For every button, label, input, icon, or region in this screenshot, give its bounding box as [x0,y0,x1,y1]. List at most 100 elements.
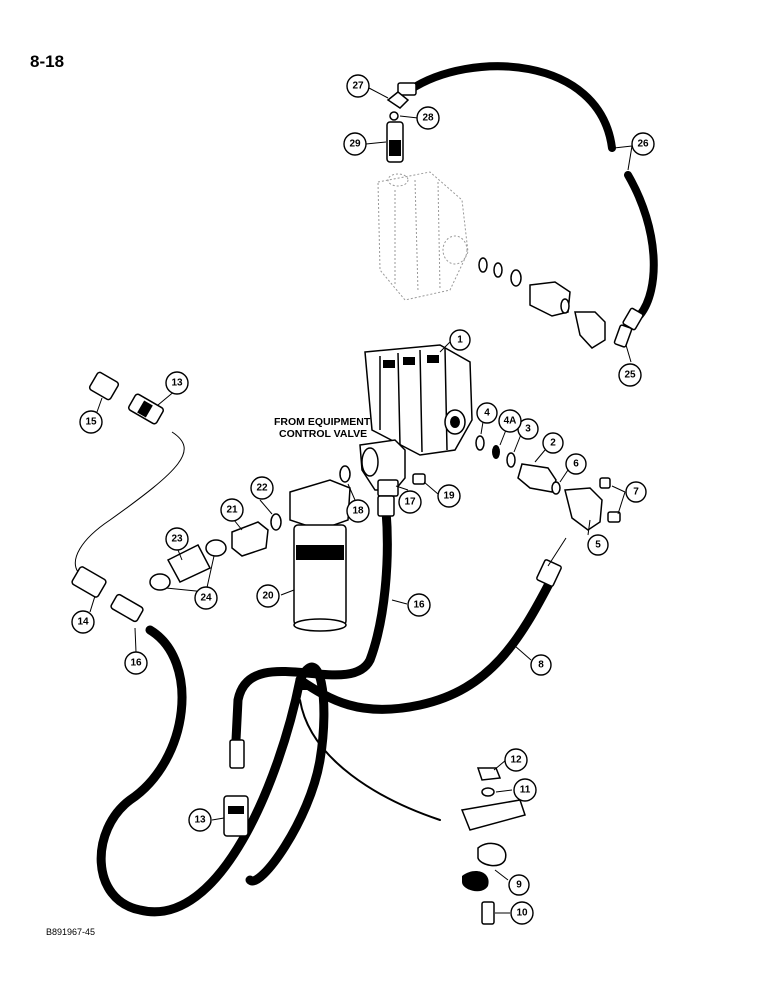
leader-4 [480,421,484,435]
hose-26 [406,62,658,319]
nut-12 [476,767,502,781]
callout-9: 9 [508,874,530,896]
bolt-10 [481,901,495,925]
callout-20-text: 20 [262,591,274,602]
callout-6-text: 6 [573,459,579,470]
callout-19: 19 [437,484,461,508]
callout-24: 24 [194,586,218,610]
fitting-stack-upper [478,257,606,349]
callout-16-left-text: 16 [130,658,142,669]
coupler-15 [88,371,120,401]
leader-13-bottom [211,817,225,821]
hose-16-left [96,625,329,917]
callout-13-bottom-text: 13 [194,815,206,826]
callout-26: 26 [631,132,655,156]
hose-8 [295,537,567,714]
o-ring-22 [270,513,282,531]
leader-9 [494,869,509,881]
callout-20: 20 [256,584,280,608]
callout-28: 28 [416,106,440,130]
callout-18: 18 [346,499,370,523]
callout-26-text: 26 [637,139,649,150]
callout-29-text: 29 [349,139,361,150]
callout-4a-text: 4A [504,416,517,427]
o-ring-28 [389,111,399,121]
callout-24-text: 24 [200,593,212,604]
tether-line [74,431,185,573]
leader-11 [495,789,513,793]
o-ring-18 [339,465,351,483]
leader-20 [280,589,295,596]
leader-15 [96,397,103,413]
leader-28 [399,115,419,119]
callout-23: 23 [165,527,189,551]
filter-head-and-element-20 [289,479,351,632]
callout-23-text: 23 [171,534,183,545]
callout-16-center-text: 16 [413,600,425,611]
callout-8: 8 [530,654,552,676]
callout-22: 22 [250,476,274,500]
leader-14 [89,595,96,613]
clamps-9 [462,842,507,892]
callout-15: 15 [79,410,103,434]
clamps-24 [149,539,227,591]
callout-27: 27 [346,74,370,98]
hose-26-end-fitting [397,82,644,348]
clamp-plate [460,799,526,831]
plugs-7 [599,477,621,523]
callout-6: 6 [565,453,587,475]
callout-21-text: 21 [226,505,238,516]
callout-19-text: 19 [443,491,455,502]
washer-11 [481,787,495,797]
coupler-13-top [127,393,165,425]
leader-19 [423,481,439,495]
callout-14: 14 [71,610,95,634]
leader-1 [439,341,451,353]
leader-8 [514,645,532,661]
fitting-stack-side [475,435,561,495]
leader-16-left [134,627,137,653]
control-valve-1 [364,344,473,456]
callout-13-top: 13 [165,371,189,395]
callout-1-text: 1 [457,335,463,346]
leader-5 [587,519,591,536]
callout-29: 29 [343,132,367,156]
guide-arrow [295,678,441,821]
callout-4a: 4A [498,409,522,433]
callout-25-text: 25 [624,370,636,381]
callout-18-text: 18 [352,506,364,517]
figure-code: B891967-45 [46,927,96,937]
callout-10: 10 [510,901,534,925]
annotation-line-2: CONTROL VALVE [279,428,367,440]
callout-11: 11 [513,778,537,802]
leader-29 [365,141,387,145]
leader-27 [368,87,389,99]
callout-13-bottom: 13 [188,808,212,832]
callout-25: 25 [618,363,642,387]
leader-6 [559,469,569,483]
hose-16-center [229,495,395,769]
callout-7-text: 7 [633,487,639,498]
callout-3-text: 3 [525,424,531,435]
callout-4-text: 4 [484,408,490,419]
leader-16-center [391,599,408,605]
check-valve-29 [386,121,404,163]
callout-12: 12 [504,748,528,772]
callout-7: 7 [625,481,647,503]
callout-13-top-text: 13 [171,378,183,389]
callout-4: 4 [476,402,498,424]
callout-21: 21 [220,498,244,522]
leader-25 [625,344,632,363]
callout-11-text: 11 [520,785,531,796]
callout-12-text: 12 [510,755,522,766]
elbow-5 [564,487,603,531]
elbow-27 [386,91,410,109]
callout-28-text: 28 [422,113,434,124]
callout-17: 17 [398,490,422,514]
callout-8-text: 8 [538,660,544,671]
leader-12 [493,759,507,771]
tee-fitting-17 [359,439,406,497]
hose-23 [166,543,212,583]
fitting-21 [231,521,269,557]
